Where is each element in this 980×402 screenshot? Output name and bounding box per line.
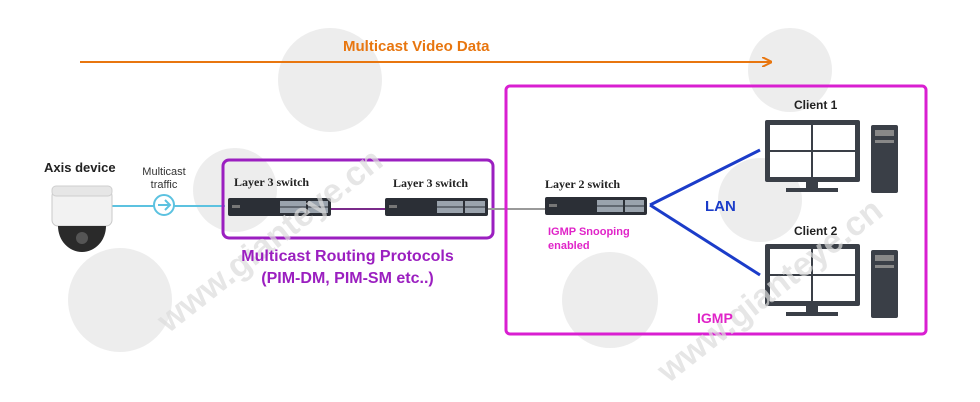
layer3-switch-right-label: Layer 3 switch [393,176,469,190]
traffic-arrow-icon [158,199,172,211]
routing-protocols-line2: (PIM-DM, PIM-SM etc..) [261,270,434,287]
igmp-snooping-line2: enabled [548,240,590,252]
client1-label: Client 1 [794,98,838,112]
client1-computer-icon [765,120,898,193]
axis-device-label: Axis device [44,160,116,175]
routing-box [221,158,495,240]
layer3-switch-left-label: Layer 3 switch [234,175,310,189]
lan-link-client1 [649,148,761,207]
igmp-label: IGMP [697,310,733,326]
multicast-traffic-label: Multicast traffic [134,166,194,192]
lan-link-client2 [649,203,761,277]
client2-label: Client 2 [794,224,838,238]
routing-protocols-label: Multicast Routing Protocols (PIM-DM, PIM… [240,246,455,290]
igmp-box [504,84,928,336]
lan-label: LAN [705,198,736,215]
client2-computer-icon [765,244,898,318]
layer2-switch-label: Layer 2 switch [545,177,621,191]
layer2-switch-icon [545,197,647,215]
igmp-snooping-label: IGMP Snooping enabled [548,225,630,253]
multicast-traffic-line2: traffic [150,179,178,191]
layer3-switch-left-icon [228,198,331,216]
watermark-logos [68,28,832,352]
routing-protocols-line1: Multicast Routing Protocols [241,248,454,265]
layer3-switch-right-icon [385,198,488,216]
igmp-snooping-line1: IGMP Snooping [548,226,630,238]
camera-icon [51,185,113,252]
multicast-traffic-line1: Multicast [142,166,186,178]
diagram-title: Multicast Video Data [343,38,490,55]
